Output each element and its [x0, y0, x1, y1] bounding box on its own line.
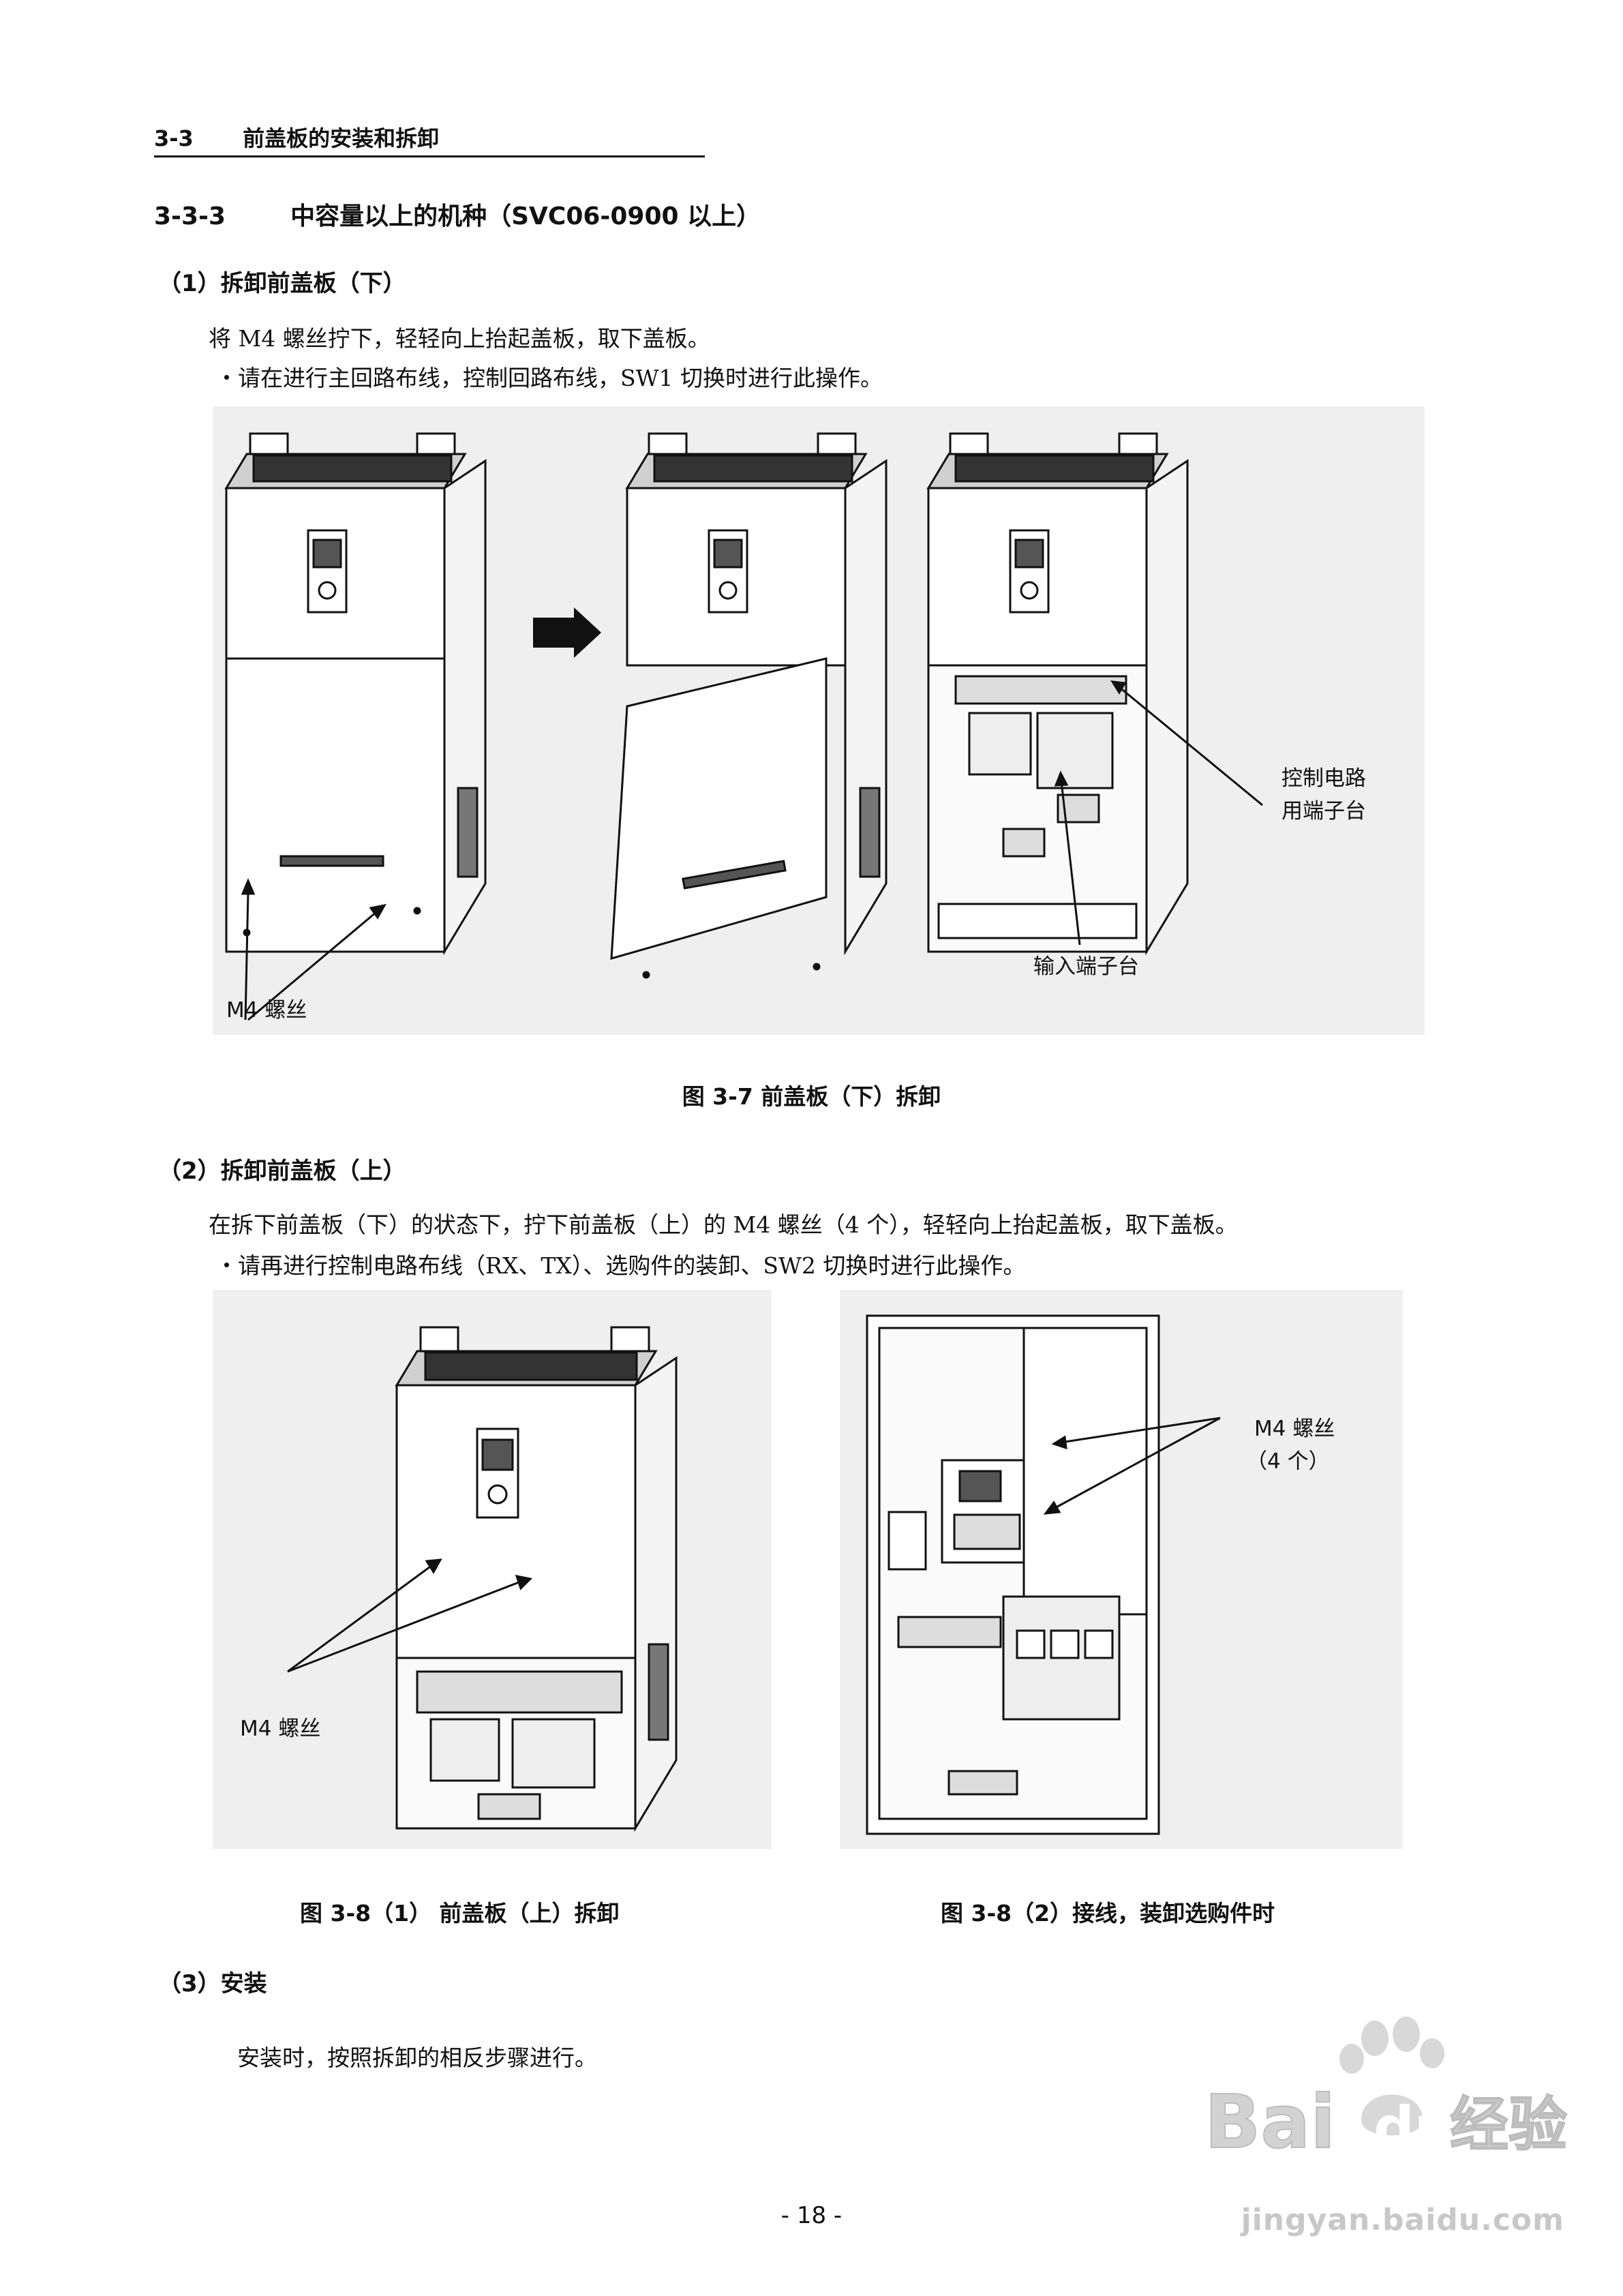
label-m4-screws-left: M4 螺丝	[240, 1717, 320, 1741]
inverter-opened-front-illustration	[866, 1314, 1160, 1835]
header-rule	[154, 155, 705, 157]
part1-instruction: 将 M4 螺丝拧下，轻轻向上抬起盖板，取下盖板。	[209, 325, 710, 352]
section-number: 3-3-3	[154, 202, 226, 230]
watermark-product: 经验	[1450, 2091, 1567, 2159]
subsection-heading-3: （3）安装	[158, 1970, 267, 1997]
paw-icon	[1339, 2016, 1444, 2136]
part2-note: ・请再进行控制电路布线（RX、TX）、选购件的装卸、SW2 切换时进行此操作。	[215, 1252, 1026, 1279]
figure-3-8-1: M4 螺丝	[213, 1290, 772, 1849]
figure-3-8-2: M4 螺丝 （4 个）	[840, 1290, 1403, 1849]
subsection-heading-1: （1）拆卸前盖板（下）	[158, 270, 406, 297]
part3-instruction: 安装时，按照拆卸的相反步骤进行。	[237, 2044, 597, 2071]
part1-note: ・请在进行主回路布线，控制回路布线，SW1 切换时进行此操作。	[215, 365, 883, 391]
callout-lines-m4-right	[1043, 1417, 1221, 1515]
subsection-heading-2: （2）拆卸前盖板（上）	[158, 1158, 406, 1185]
watermark-brand-left: Bai	[1204, 2080, 1335, 2165]
figure-3-8-2-caption: 图 3-8（2）接线，装卸选购件时	[941, 1900, 1275, 1927]
label-input-terminal: 输入端子台	[1033, 954, 1139, 979]
section-title-text: 中容量以上的机种（SVC06-0900 以上）	[290, 202, 761, 230]
label-control-terminal-1: 控制电路	[1281, 766, 1366, 791]
inverter-upper-cover-illustration	[395, 1326, 678, 1832]
watermark-brand-right: du	[1374, 2094, 1455, 2161]
label-screw-count: （4 个）	[1246, 1449, 1330, 1474]
inverter-opened-illustration	[926, 432, 1189, 956]
part2-instruction: 在拆下前盖板（下）的状态下，拧下前盖板（上）的 M4 螺丝（4 个），轻轻向上抬…	[209, 1211, 1238, 1238]
figure-3-7: M4 螺丝 控制电路 用端子台 输入端子台	[213, 406, 1425, 1035]
figure-3-8-1-caption: 图 3-8（1） 前盖板（上）拆卸	[300, 1900, 620, 1927]
running-header-section: 3-3	[154, 125, 194, 151]
sequence-arrow-icon	[533, 607, 601, 658]
label-m4-screws: M4 螺丝	[226, 998, 307, 1023]
figure-3-7-caption: 图 3-7 前盖板（下）拆卸	[682, 1083, 941, 1110]
callout-lines	[241, 680, 1263, 1021]
inverter-closed-illustration	[224, 432, 487, 956]
page-number: - 18 -	[780, 2202, 843, 2229]
callout-lines-m4	[287, 1558, 533, 1673]
running-header: 3-3 前盖板的安装和拆卸	[154, 121, 439, 153]
watermark-url: jingyan.baidu.com	[1241, 2203, 1564, 2237]
label-m4-screws-right: M4 螺丝	[1254, 1417, 1335, 1441]
running-header-title: 前盖板的安装和拆卸	[243, 125, 440, 151]
baidu-jingyan-watermark: Bai du 经验	[1204, 2016, 1568, 2166]
inverter-cover-tilted-illustration	[610, 432, 888, 979]
section-title: 3-3-3 中容量以上的机种（SVC06-0900 以上）	[154, 196, 761, 232]
label-control-terminal-2: 用端子台	[1281, 799, 1366, 824]
